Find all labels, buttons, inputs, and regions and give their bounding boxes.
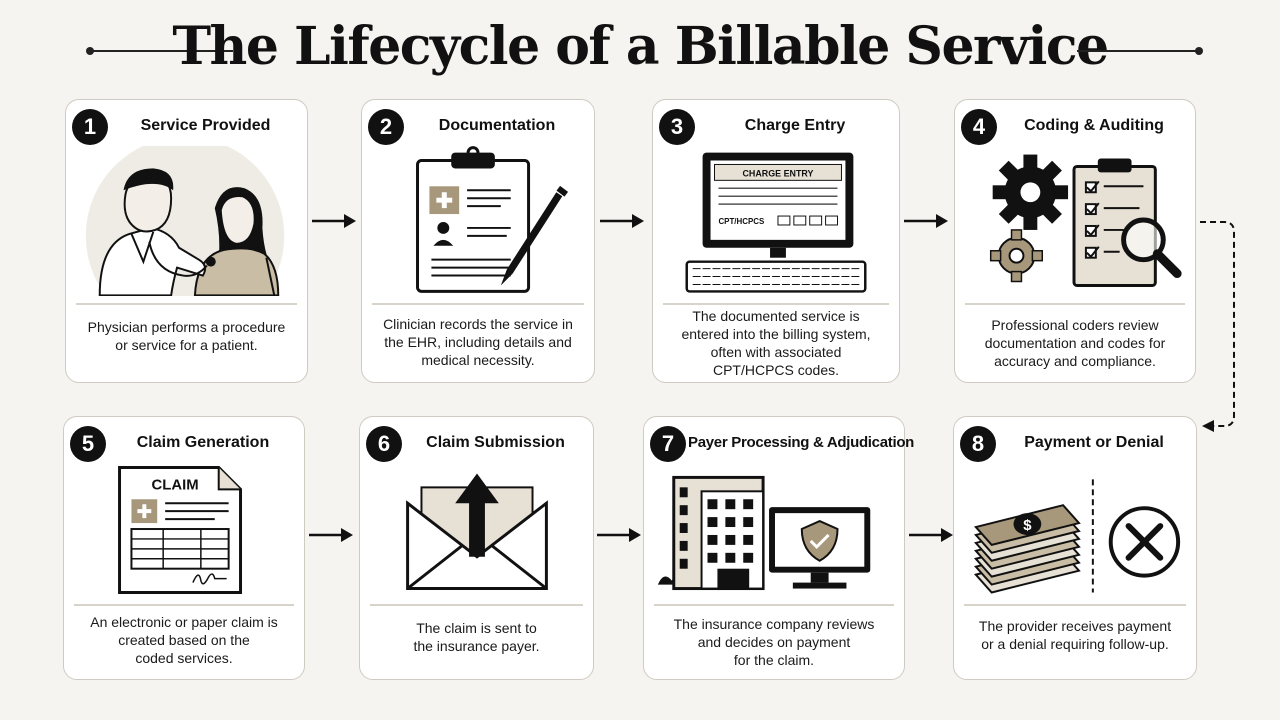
card-divider [663, 303, 889, 305]
step-number-badge: 1 [72, 109, 108, 145]
step-description-line: An electronic or paper claim is [90, 614, 278, 630]
dollar-icon: $ [1023, 518, 1032, 534]
step-description-line: medical necessity. [421, 352, 535, 368]
computer-keyboard-icon: CHARGE ENTRY CPT/HCPCS [685, 152, 867, 293]
physician-patient-icon [85, 146, 285, 296]
gears-checklist-icon [989, 154, 1182, 287]
step-description: Physician performs a procedure or servic… [74, 318, 299, 354]
step-number-badge: 6 [366, 426, 402, 462]
step-description-line: Clinician records the service in [383, 316, 573, 332]
arrow-right-icon [909, 528, 953, 542]
step-card-6: 6 Claim Submission The claim is sent to … [359, 416, 594, 680]
header: The Lifecycle of a Billable Service [0, 10, 1280, 82]
step-description-line: and decides on payment [697, 634, 851, 650]
card-divider [76, 303, 297, 305]
page-title: The Lifecycle of a Billable Service [172, 16, 1109, 77]
step-number-badge: 7 [650, 426, 686, 462]
arrow-right-icon [904, 214, 948, 228]
step-card-7: 7 Payer Processing & Adjudication The in… [643, 416, 915, 680]
step-description-line: accuracy and compliance. [994, 353, 1156, 369]
building-shield-icon [657, 475, 871, 591]
step-title: Documentation [438, 117, 556, 134]
step-description-line: The insurance company reviews [673, 616, 875, 632]
rule-dot-left [86, 47, 94, 55]
step-description-line: the insurance payer. [413, 638, 540, 654]
step-description-line: The claim is sent to [416, 620, 537, 636]
card-divider [372, 303, 584, 305]
claim-form-icon: CLAIM [118, 466, 243, 594]
card-divider [964, 604, 1186, 606]
step-description: The documented service is entered into t… [661, 307, 891, 379]
step-card-2: 2 Documentation Clinician records the se… [361, 99, 595, 383]
rule-dot-right [1195, 47, 1203, 55]
step-card-3: 3 Charge Entry CHARGE ENTRY CPT/HCPCS Th… [652, 99, 900, 383]
step-number-badge: 4 [961, 109, 997, 145]
step-description-line: The documented service is [692, 308, 860, 324]
step-description-line: for the claim. [733, 652, 815, 668]
title-rule-left [86, 47, 233, 55]
card-divider [965, 303, 1185, 305]
step-title: Payer Processing & Adjudication [688, 434, 915, 451]
step-description-line: or service for a patient. [115, 337, 258, 353]
step-title: Charge Entry [744, 117, 846, 134]
envelope-upload-icon [406, 473, 548, 590]
card-divider [74, 604, 294, 606]
step-description: Clinician records the service in the EHR… [370, 315, 586, 369]
card-divider [370, 604, 583, 606]
step-description-line: documentation and codes for [984, 335, 1166, 351]
step-description-line: or a denial requiring follow-up. [981, 636, 1169, 652]
step-card-4: 4 Coding & Auditing [954, 99, 1196, 383]
step-description-line: the EHR, including details and [384, 334, 572, 350]
charge-entry-screen-header: CHARGE ENTRY [743, 168, 814, 178]
step-card-5: 5 Claim Generation CLAIM An electronic o… [63, 416, 305, 680]
step-description-line: coded services. [135, 650, 233, 666]
charge-entry-screen-field: CPT/HCPCS [718, 217, 764, 226]
card-divider [654, 604, 894, 606]
clipboard-pen-icon [416, 146, 569, 293]
step-description: An electronic or paper claim is created … [72, 613, 296, 667]
step-number-badge: 5 [70, 426, 106, 462]
step-description-line: Physician performs a procedure [87, 319, 286, 335]
arrow-right-icon [597, 528, 641, 542]
step-title: Claim Submission [426, 434, 565, 451]
step-number-badge: 8 [960, 426, 996, 462]
step-card-8: 8 Payment or Denial $ The provider recei… [953, 416, 1197, 680]
step-description: The provider receives payment or a denia… [962, 617, 1188, 653]
step-card-1: 1 Service Provided Physician performs a … [65, 99, 308, 383]
arrow-right-icon [309, 528, 353, 542]
step-title: Payment or Denial [1024, 434, 1164, 451]
step-description: The insurance company reviews and decide… [652, 615, 896, 669]
step-description: Professional coders review documentation… [963, 316, 1187, 370]
step-number-badge: 2 [368, 109, 404, 145]
money-denial-icon: $ [973, 479, 1181, 594]
step-title: Claim Generation [136, 434, 270, 451]
step-number-badge: 3 [659, 109, 695, 145]
step-description-line: created based on the [118, 632, 250, 648]
step-description: The claim is sent to the insurance payer… [368, 619, 585, 655]
claim-form-header: CLAIM [152, 477, 199, 493]
step-description-line: entered into the billing system, [681, 326, 871, 342]
step-title: Coding & Auditing [1024, 117, 1164, 134]
arrow-right-icon [312, 214, 356, 228]
step-title: Service Provided [140, 117, 271, 134]
arrow-right-icon [600, 214, 644, 228]
step-description-line: often with associated [710, 344, 842, 360]
step-description-line: Professional coders review [991, 317, 1159, 333]
step-description-line: CPT/HCPCS codes. [712, 362, 840, 378]
step-description-line: The provider receives payment [978, 618, 1172, 634]
title-rule-right [1077, 47, 1203, 55]
connector-arrow-dashed [1200, 221, 1235, 432]
